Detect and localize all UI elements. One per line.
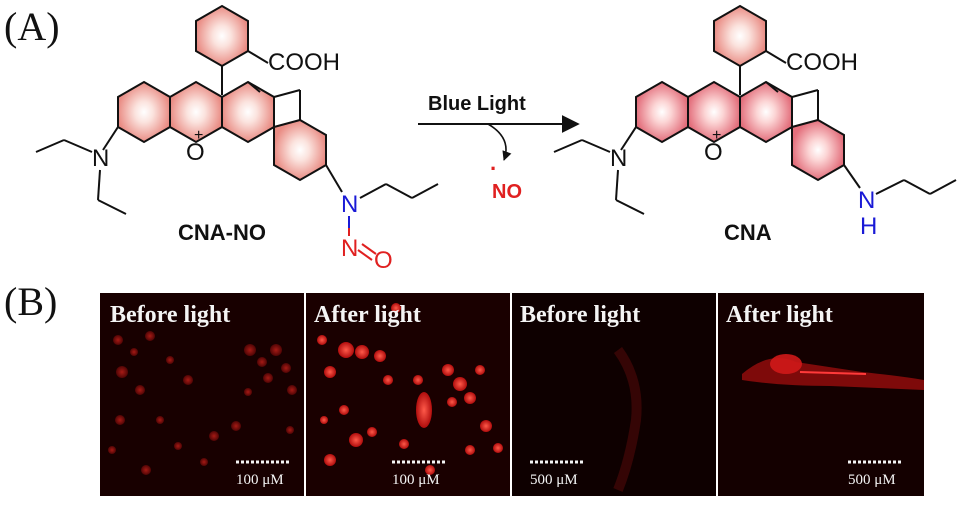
- micrograph-4-fish-line: [799, 371, 867, 375]
- reactant-structure: COOH O + N N N O CNA-NO: [35, 4, 439, 274]
- micrograph-1-scale: 100 μM: [236, 472, 284, 488]
- micrograph-4-label: After light: [726, 302, 833, 328]
- micrograph-2-label: After light: [314, 302, 421, 328]
- product-name: CNA: [724, 220, 772, 245]
- reactant-benzoic-ring: [195, 4, 249, 68]
- micrograph-3-label: Before light: [520, 302, 640, 328]
- product-nh-h: H: [860, 213, 877, 240]
- reactant-cooh-label: COOH: [268, 49, 340, 76]
- reactant-nitroso-o: O: [374, 247, 393, 274]
- reactant-amine-n: N: [92, 145, 109, 172]
- product-structure: COOH O + N N H CNA: [553, 4, 957, 245]
- reactant-ring-right: [221, 80, 275, 144]
- reactant-oxygen: O: [186, 139, 205, 166]
- product-nh-n: N: [858, 187, 875, 214]
- reactant-nitroso-n2: N: [341, 235, 358, 262]
- reactant-name: CNA-NO: [178, 220, 266, 245]
- product-cooh-label: COOH: [786, 49, 858, 76]
- product-ring-left: [635, 80, 689, 144]
- micrograph-2: After light 100 μM: [306, 293, 510, 496]
- arrow-label: Blue Light: [428, 93, 526, 115]
- byproduct-dot: ·: [490, 156, 497, 181]
- micrograph-3-fish: [613, 347, 642, 492]
- reactant-nitroso-n: N: [341, 191, 358, 218]
- product-amine-n: N: [610, 145, 627, 172]
- product-benzoic-ring: [713, 4, 767, 68]
- micrograph-4: After light 500 μM: [718, 293, 924, 496]
- panel-a-letter: (A): [4, 4, 60, 49]
- byproduct-no: NO: [492, 181, 522, 203]
- micrograph-2-scale: 100 μM: [392, 472, 440, 488]
- reaction-arrow: Blue Light · NO: [418, 93, 580, 203]
- reactant-plus: +: [194, 127, 203, 144]
- micrograph-1-label: Before light: [110, 302, 230, 328]
- micrograph-3: Before light 500 μM: [512, 293, 716, 496]
- product-oxygen: O: [704, 139, 723, 166]
- product-plus: +: [712, 127, 721, 144]
- panel-b-letter: (B): [4, 279, 57, 324]
- micrograph-4-scale: 500 μM: [848, 472, 896, 488]
- product-ring-right: [739, 80, 793, 144]
- micrograph-3-scale: 500 μM: [530, 472, 578, 488]
- reactant-ring-left: [117, 80, 171, 144]
- reactant-ring-lower: [273, 118, 327, 182]
- product-ring-lower: [791, 118, 845, 182]
- micrograph-4-fish-head: [770, 354, 802, 374]
- micrograph-1: Before light 100 μM: [100, 293, 304, 496]
- byproduct-curve: [487, 123, 512, 161]
